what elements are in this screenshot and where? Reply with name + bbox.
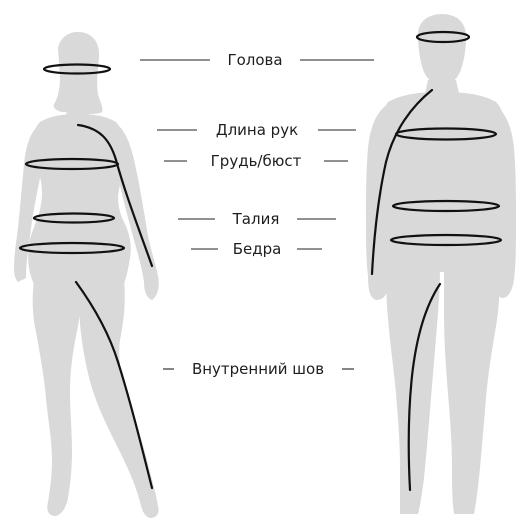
male-left-leg [387,266,441,514]
label-hips: Бедра [233,240,282,258]
label-arm-length: Длина рук [216,121,298,139]
female-left-leg [33,280,82,516]
label-waist: Талия [232,210,280,228]
label-chest-bust: Грудь/бюст [211,152,302,170]
female-torso [28,114,131,288]
label-inseam: Внутренний шов [192,360,324,378]
male-head [418,14,466,86]
measurement-label-texts: Голова Длина рук Грудь/бюст Талия Бедра … [192,51,324,378]
label-head: Голова [227,51,282,69]
male-right-leg [444,266,499,514]
female-right-leg [78,280,159,518]
female-silhouette [14,32,159,518]
male-silhouette [366,14,516,514]
